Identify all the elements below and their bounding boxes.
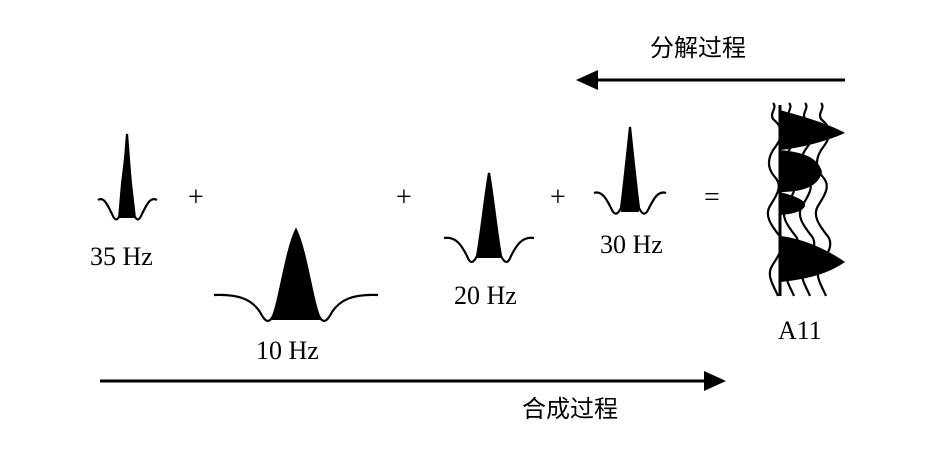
seismic-trace-a11: [766, 102, 845, 297]
result-a11-label: A11: [778, 316, 822, 345]
synthesis-label: 合成过程: [522, 395, 618, 423]
equals-operator: =: [704, 182, 720, 213]
plus-operator-2: +: [396, 182, 412, 213]
plus-operator-3: +: [550, 182, 566, 213]
wavelet-20hz: [443, 172, 535, 264]
synthesis-arrow: [100, 371, 726, 391]
wavelet-30hz: [593, 126, 667, 215]
wavelet-20hz-label: 20 Hz: [454, 281, 517, 310]
wavelet-10hz: [213, 227, 379, 322]
wavelet-30hz-label: 30 Hz: [600, 230, 663, 259]
wavelet-35hz-label: 35 Hz: [90, 242, 153, 271]
wavelet-10hz-label: 10 Hz: [256, 336, 319, 365]
plus-operator-1: +: [188, 182, 204, 213]
decomposition-label: 分解过程: [650, 34, 746, 62]
decomposition-arrow: [576, 70, 845, 90]
wavelet-35hz: [97, 133, 158, 221]
